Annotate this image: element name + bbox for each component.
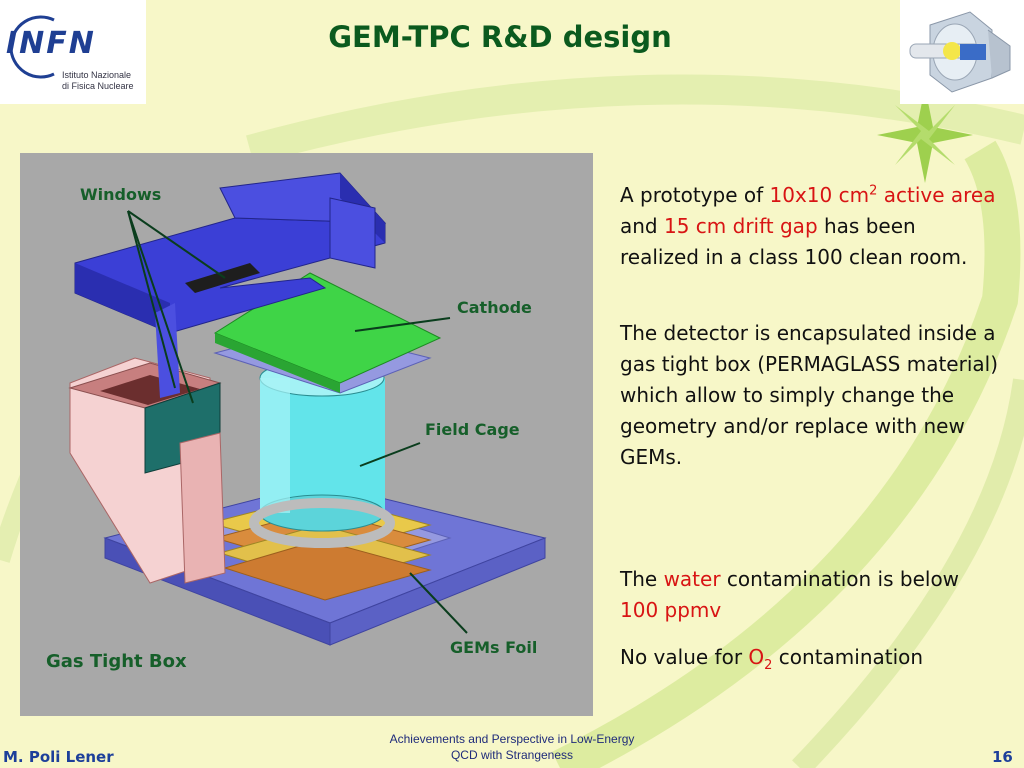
detector-exploded-view: Windows Cathode Field Cage GEMs Foil Gas… [20,153,593,716]
footer-conference-line2: QCD with Strangeness [450,748,574,762]
star-flare-icon [877,87,973,183]
label-field-cage: Field Cage [425,420,520,439]
p1-text-2: and [620,214,664,238]
leader-lines [127,210,468,634]
p4-oxygen: O [748,645,765,669]
logo-arc-icon [9,15,55,79]
label-cathode: Cathode [457,298,532,317]
label-gas-tight-box: Gas Tight Box [46,651,187,672]
paragraph-oxygen: No value for O2 contamination [620,642,1000,673]
label-gems-foil: GEMs Foil [450,638,538,657]
p1-active-area: active area [883,183,996,207]
footer-page-number: 16 [992,748,1013,766]
p1-area-exponent: 2 [869,183,878,199]
gas-tight-box [68,357,226,584]
infn-subtitle: Istituto Nazionale di Fisica Nucleare [62,70,146,92]
footer-author: M. Poli Lener [3,748,114,766]
p1-area-value: 10x10 cm [769,183,870,207]
p4-text-1: No value for [620,645,749,669]
p1-text-1: A prototype of [620,183,770,207]
infn-subtitle-line1: Istituto Nazionale [62,70,132,80]
footer-conference: Achievements and Perspective in Low-Ener… [352,731,672,763]
slide-title: GEM-TPC R&D design [328,20,672,54]
p1-drift-gap: 15 cm drift gap [663,214,818,238]
paragraph-water: The water contamination is below 100 ppm… [620,564,1000,626]
paragraph-prototype: A prototype of 10x10 cm2 active area and… [620,180,1000,273]
p3-water: water [663,567,721,591]
p3-text-1: The [620,567,664,591]
detector-logo-icon [909,11,1011,93]
infn-subtitle-line2: di Fisica Nucleare [62,81,134,91]
experiment-logo [900,0,1024,104]
p1-text-3: has been realized in a class 100 clean r… [620,214,968,269]
p3-ppmv-value: 100 ppmv [620,598,722,622]
label-windows: Windows [80,185,162,204]
infn-logo: INFN Istituto Nazionale di Fisica Nuclea… [0,0,146,104]
detector-diagram [68,172,547,646]
paragraph-encapsulation: The detector is encapsulated inside a ga… [620,321,998,469]
footer-conference-line1: Achievements and Perspective in Low-Ener… [389,732,635,746]
p4-text-2: contamination [772,645,924,669]
p4-oxygen-subscript: 2 [764,658,773,673]
p3-text-2: contamination is below [720,567,960,591]
infn-mark: INFN [6,26,96,61]
